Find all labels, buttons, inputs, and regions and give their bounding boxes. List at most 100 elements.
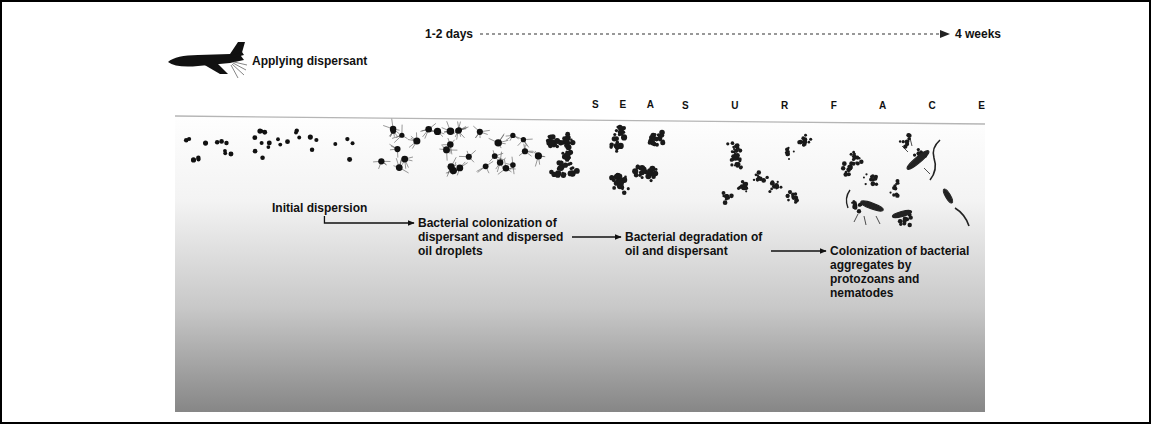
stage-label: Colonization of bacterial aggregates by … [830,244,970,300]
spray [231,62,247,78]
oil-aggregate [641,176,644,179]
degraded-aggregate [770,181,774,185]
oil-aggregate [559,161,563,165]
bacterial-aggregate [843,172,848,177]
oil-droplet [294,131,298,135]
oil-aggregate [621,185,624,188]
oil-droplet [252,135,257,140]
degraded-aggregate [804,134,807,137]
colonized-droplet [522,148,528,154]
bacterial-aggregate [853,202,857,206]
oil-aggregate [614,143,620,149]
colonized-droplet [456,164,463,171]
oil-aggregate [627,187,630,190]
colonized-droplet [497,159,503,165]
timeline-head [940,30,950,38]
oil-aggregate [622,190,627,195]
degraded-aggregate [745,190,747,192]
oil-aggregate [613,133,616,136]
bacterial-aggregate [848,165,851,168]
oil-droplet [278,143,282,147]
stage-label: Initial dispersion [272,201,367,215]
degraded-aggregate [737,187,740,190]
degraded-aggregate [770,188,773,191]
oil-aggregate [564,138,569,143]
oil-droplet [297,136,301,140]
oil-droplet [351,141,355,145]
timeline-dash [480,33,942,34]
oil-aggregate [642,169,646,173]
oil-aggregate [624,178,628,182]
nematode [955,208,969,226]
bacterial-aggregate [917,148,920,151]
oil-aggregate [566,133,569,136]
degraded-aggregate [804,144,806,146]
degraded-aggregate [786,194,790,198]
bacterial-aggregate [863,177,865,179]
oil-aggregate [612,186,616,190]
bacterial-aggregate [870,181,875,186]
oil-aggregate [564,143,569,148]
oil-aggregate [653,133,656,136]
oil-droplet [285,139,290,144]
oil-aggregate [549,139,555,145]
bacterial-aggregate [842,161,847,166]
oil-aggregate [571,140,575,144]
oil-droplet [308,135,313,140]
oil-aggregate [609,175,614,180]
degraded-aggregate [736,163,738,165]
degraded-aggregate [795,199,799,203]
degraded-aggregate [725,194,728,197]
degraded-aggregate [731,141,735,145]
bacterial-aggregate [853,156,856,159]
bacterial-aggregate [853,203,856,206]
degraded-aggregate [768,190,771,193]
colonized-droplet [510,162,516,168]
protozoan [942,188,954,204]
stage-text: Colonization of bacterial aggregates by … [830,244,970,300]
oil-droplet [224,141,228,145]
degraded-aggregate [738,159,741,162]
stage-text: Bacterial colonization of dispersant and… [418,216,568,258]
timeline-arrow [480,30,950,38]
oil-aggregate [620,180,624,184]
time-label: 1-2 days [425,27,473,41]
oil-aggregate [649,166,655,172]
bacterial-aggregate [896,181,899,184]
oil-aggregate [570,140,575,145]
degraded-aggregate [741,180,745,184]
oil-aggregate [617,125,622,130]
degraded-aggregate [753,179,755,181]
bacterial-aggregate [907,134,911,138]
degraded-aggregate [722,191,726,195]
degraded-aggregate [744,186,747,189]
degraded-aggregate [785,152,787,154]
oil-aggregate [570,142,573,145]
oil-droplet [260,141,264,145]
degraded-aggregate [786,153,789,156]
bacterial-aggregate [865,183,867,185]
degraded-aggregate [725,195,728,198]
oil-aggregate [657,133,661,137]
sea-surface-label: S U R F A C E [682,100,1005,111]
oil-droplet [203,141,208,146]
oil-aggregate [570,167,573,170]
colonized-droplet [396,164,403,171]
degraded-aggregate [761,178,766,183]
degraded-aggregate [724,194,729,199]
oil-droplet [276,137,280,141]
process-arrow [572,236,621,237]
degraded-aggregate [791,193,795,197]
colonized-droplet [535,152,542,159]
particles [184,119,927,227]
colonized-droplet [401,156,408,163]
colonized-droplet [492,153,498,159]
protozoan [860,199,885,213]
oil-aggregate [564,156,568,160]
degraded-aggregate [734,157,738,161]
oil-droplet [215,140,219,144]
sea-surface-line [175,116,985,124]
oil-aggregate [619,132,622,135]
